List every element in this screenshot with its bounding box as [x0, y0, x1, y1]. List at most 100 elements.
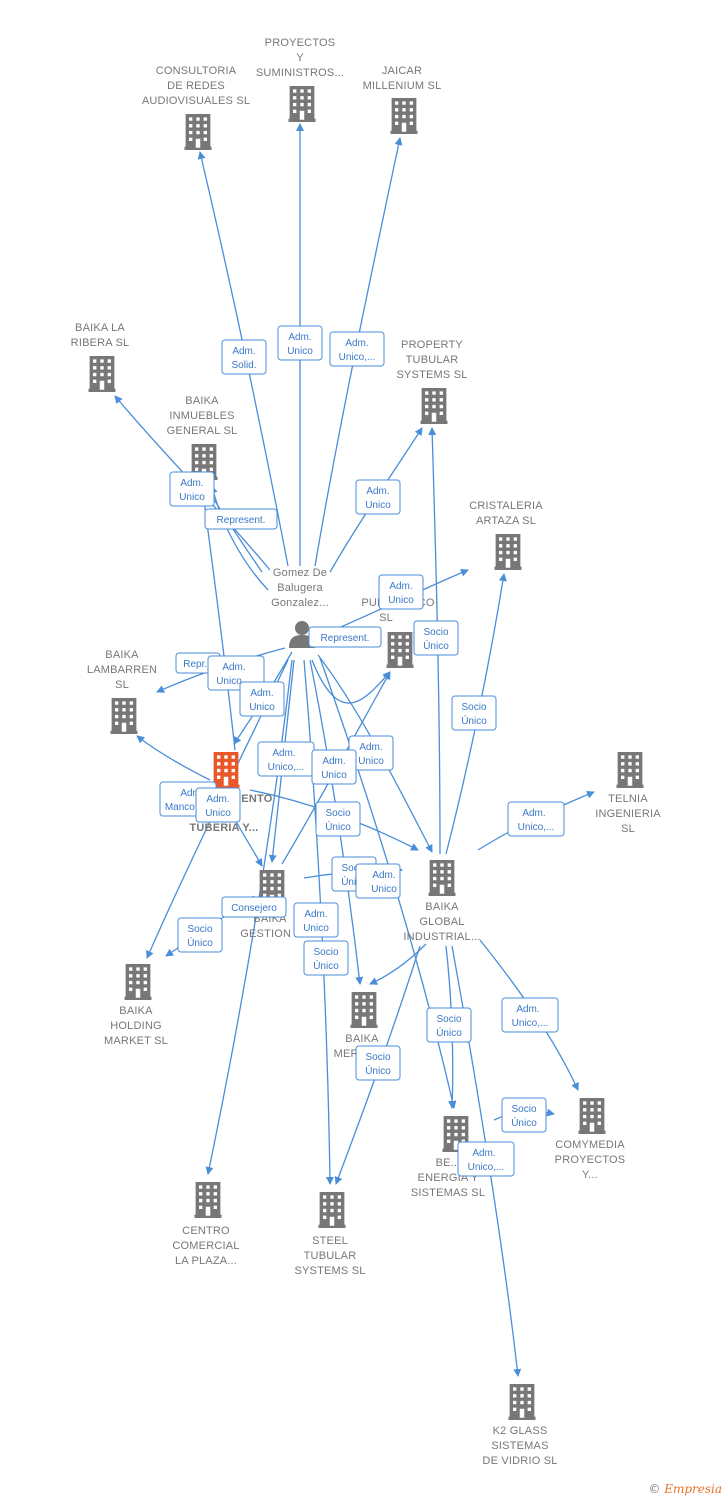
- edge-label[interactable]: Adm.Unico: [378, 574, 424, 610]
- edge-label[interactable]: Adm.Unico: [355, 863, 401, 899]
- edge-label[interactable]: Adm.Unico,...: [257, 741, 315, 777]
- edge-label[interactable]: Adm.Solid.: [221, 339, 267, 375]
- svg-text:Adm.Unico: Adm.Unico: [371, 870, 397, 895]
- edge-label[interactable]: Adm.Unico: [311, 749, 357, 785]
- edge-label[interactable]: Adm.Unico: [239, 681, 285, 717]
- svg-text:Adm.Unico,...: Adm.Unico,...: [268, 748, 305, 773]
- building-icon: [390, 98, 418, 134]
- svg-text:Repr...: Repr...: [183, 659, 212, 670]
- edge-labels: Adm.Solid. Adm.Unico Adm.Unico,... Adm.U…: [159, 325, 565, 1177]
- building-icon: [578, 1098, 606, 1134]
- building-icon: [184, 114, 212, 150]
- edge-label[interactable]: Adm.Unico: [293, 902, 339, 938]
- edge-label[interactable]: Represent.: [308, 626, 382, 648]
- building-icon: [508, 1384, 536, 1420]
- building-icon: [494, 534, 522, 570]
- edge-tuberia-lambarren: [136, 735, 211, 781]
- svg-text:Adm.Unico,...: Adm.Unico,...: [339, 338, 376, 363]
- building-icon: [386, 632, 414, 668]
- svg-text:Represent.: Represent.: [321, 633, 370, 644]
- edge-label[interactable]: Adm.Unico: [277, 325, 323, 361]
- svg-text:Represent.: Represent.: [217, 515, 266, 526]
- edge-label[interactable]: Adm.Unico,...: [329, 331, 385, 367]
- building-icon: [194, 1182, 222, 1218]
- building-icon: [420, 388, 448, 424]
- svg-text:Adm.Unico: Adm.Unico: [303, 909, 329, 934]
- svg-text:Adm.Unico: Adm.Unico: [287, 332, 313, 357]
- edge-label[interactable]: Adm.Unico,...: [507, 801, 565, 837]
- edge-label[interactable]: Adm.Unico: [355, 479, 401, 515]
- building-icon: [288, 86, 316, 122]
- building-icon: [318, 1192, 346, 1228]
- svg-text:Adm.Unico: Adm.Unico: [179, 478, 205, 503]
- edge-label[interactable]: Adm.Unico: [195, 787, 241, 823]
- footer-credit: © Empresia: [648, 1482, 722, 1496]
- edge-label[interactable]: Represent.: [204, 508, 278, 530]
- building-icon: [350, 992, 378, 1028]
- svg-text:Adm.Solid.: Adm.Solid.: [231, 346, 256, 371]
- edge-global-merca: [369, 943, 427, 985]
- svg-text:Adm.Unico,...: Adm.Unico,...: [518, 808, 555, 833]
- edge-label[interactable]: Consejero: [221, 896, 287, 918]
- svg-text:Adm.Manco...: Adm.Manco...: [165, 788, 204, 813]
- edge-person-steel: [303, 659, 334, 1185]
- building-icon: [124, 964, 152, 1000]
- edge-label[interactable]: Adm.Unico,...: [501, 997, 559, 1033]
- edge-label[interactable]: Adm.Unico,...: [457, 1141, 515, 1177]
- svg-text:Adm.Unico: Adm.Unico: [358, 742, 384, 767]
- brand-logo[interactable]: Empresia: [664, 1482, 722, 1496]
- edge-label[interactable]: Adm.Unico: [169, 471, 215, 507]
- svg-text:Adm.Unico: Adm.Unico: [205, 794, 231, 819]
- building-icon: [110, 698, 138, 734]
- svg-text:Adm.Unico: Adm.Unico: [388, 581, 414, 606]
- svg-text:Adm.Unico: Adm.Unico: [249, 688, 275, 713]
- building-icon: [88, 356, 116, 392]
- building-icon-highlight: [212, 752, 240, 788]
